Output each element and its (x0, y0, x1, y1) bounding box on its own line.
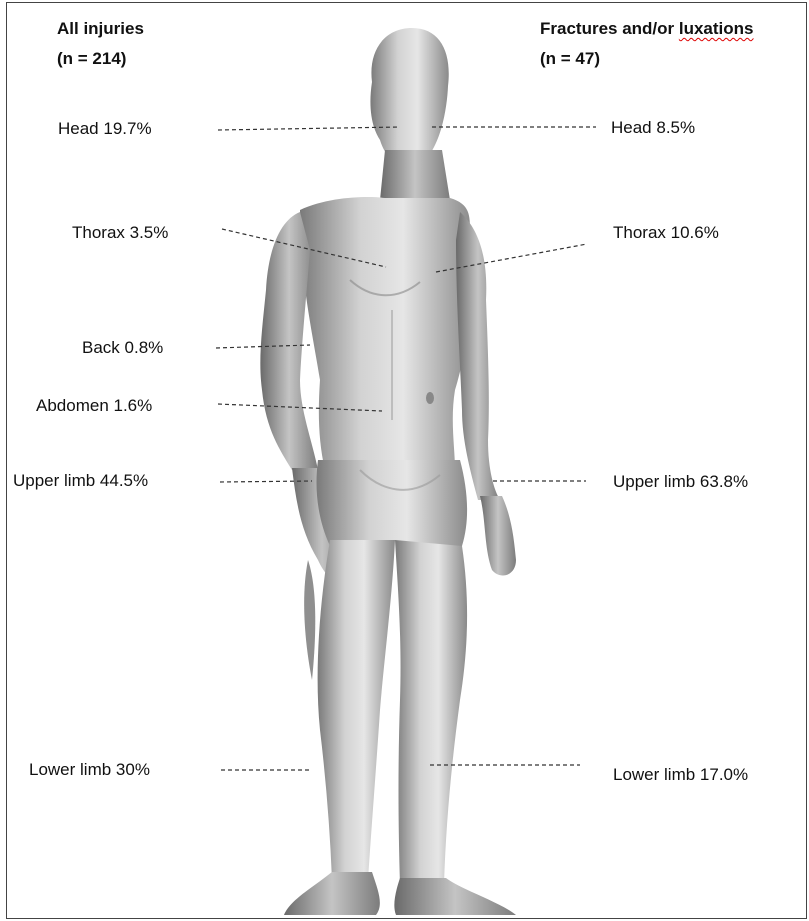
left-label-back: Back 0.8% (82, 337, 163, 359)
leader-line-back-left (216, 345, 310, 348)
left-label-head: Head 19.7% (58, 118, 152, 140)
left-label-abdomen: Abdomen 1.6% (36, 395, 152, 417)
left-label-thorax: Thorax 3.5% (72, 222, 168, 244)
right-header-count: (n = 47) (540, 47, 600, 71)
leader-line-thorax-right (436, 244, 587, 272)
leader-line-thorax-left (222, 229, 386, 267)
right-header-title: Fractures and/or luxations (540, 17, 754, 41)
right-header-title-word: luxations (679, 19, 754, 38)
right-header-title-prefix: Fractures and/or (540, 19, 679, 38)
left-label-upper-limb: Upper limb 44.5% (13, 470, 148, 492)
leader-line-abdomen-left (218, 404, 382, 411)
leader-line-upper-limb-left (220, 481, 312, 482)
right-label-upper-limb: Upper limb 63.8% (613, 471, 748, 493)
left-header-title: All injuries (57, 17, 144, 41)
left-header-count: (n = 214) (57, 47, 126, 71)
right-label-head: Head 8.5% (611, 117, 695, 139)
left-label-lower-limb: Lower limb 30% (29, 759, 150, 781)
leader-line-head-left (218, 127, 400, 130)
right-label-thorax: Thorax 10.6% (613, 222, 719, 244)
right-label-lower-limb: Lower limb 17.0% (613, 764, 748, 786)
